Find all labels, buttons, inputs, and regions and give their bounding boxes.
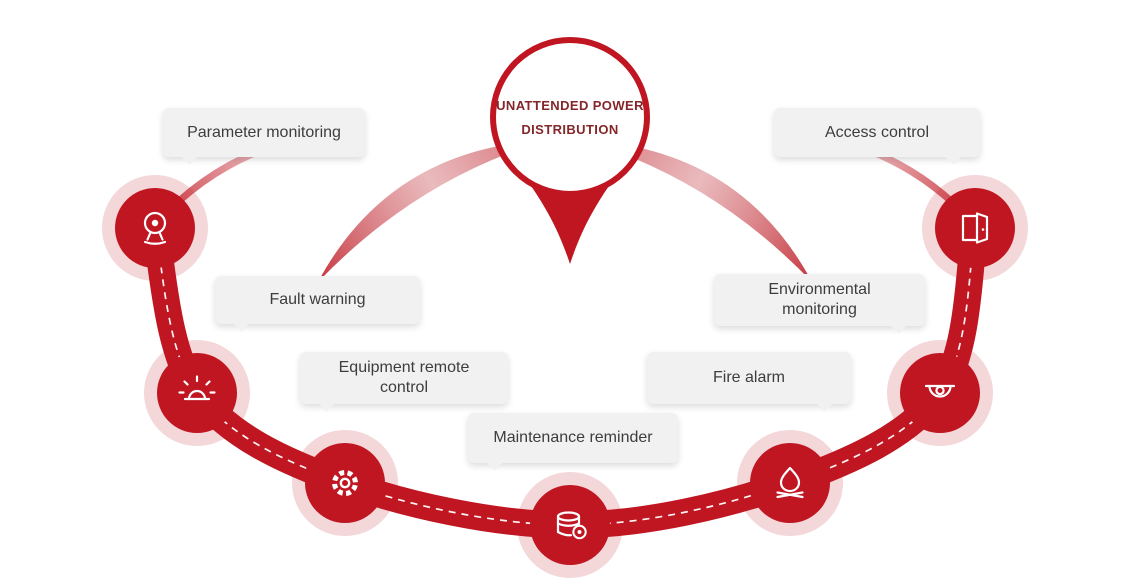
siren-icon [178,375,216,401]
database-icon [556,511,587,540]
node-maintenance-reminder [530,485,610,565]
label-text: Fire alarm [712,369,785,387]
label-parameter-monitoring: Parameter monitoring [163,108,365,165]
webcam-icon [143,211,167,245]
label-equipment-remote-control: Equipment remote control [300,352,508,412]
node-equipment-remote-control [305,443,385,523]
label-fire-alarm: Fire alarm [647,352,851,412]
door-icon [961,212,989,244]
label-text: Maintenance reminder [493,429,653,447]
node-access-control [935,188,1015,268]
node-fault-warning [157,353,237,433]
label-text: Environmental monitoring [768,281,871,318]
label-text: Equipment remote control [338,359,470,396]
node-environmental-monitoring [900,353,980,433]
dome-camera-icon [924,384,956,398]
label-text: Fault warning [269,291,366,309]
label-access-control: Access control [774,108,980,165]
flame-icon [776,466,804,499]
label-text: Parameter monitoring [187,123,341,141]
center-pin-pointer [520,170,620,264]
left-center-swoosh [318,140,548,282]
node-parameter-monitoring [115,188,195,268]
center-title-line1: UNATTENDED POWER [496,97,644,113]
node-fire-alarm [750,443,830,523]
gear-icon [332,470,358,496]
label-maintenance-reminder: Maintenance reminder [468,413,678,471]
label-text: Access control [824,123,930,141]
center-title-line2: DISTRIBUTION [521,121,619,137]
center-badge: UNATTENDED POWER DISTRIBUTION [490,37,650,197]
label-environmental-monitoring: Environmental monitoring [714,274,925,334]
right-center-swoosh [582,140,812,282]
label-fault-warning: Fault warning [215,276,420,332]
